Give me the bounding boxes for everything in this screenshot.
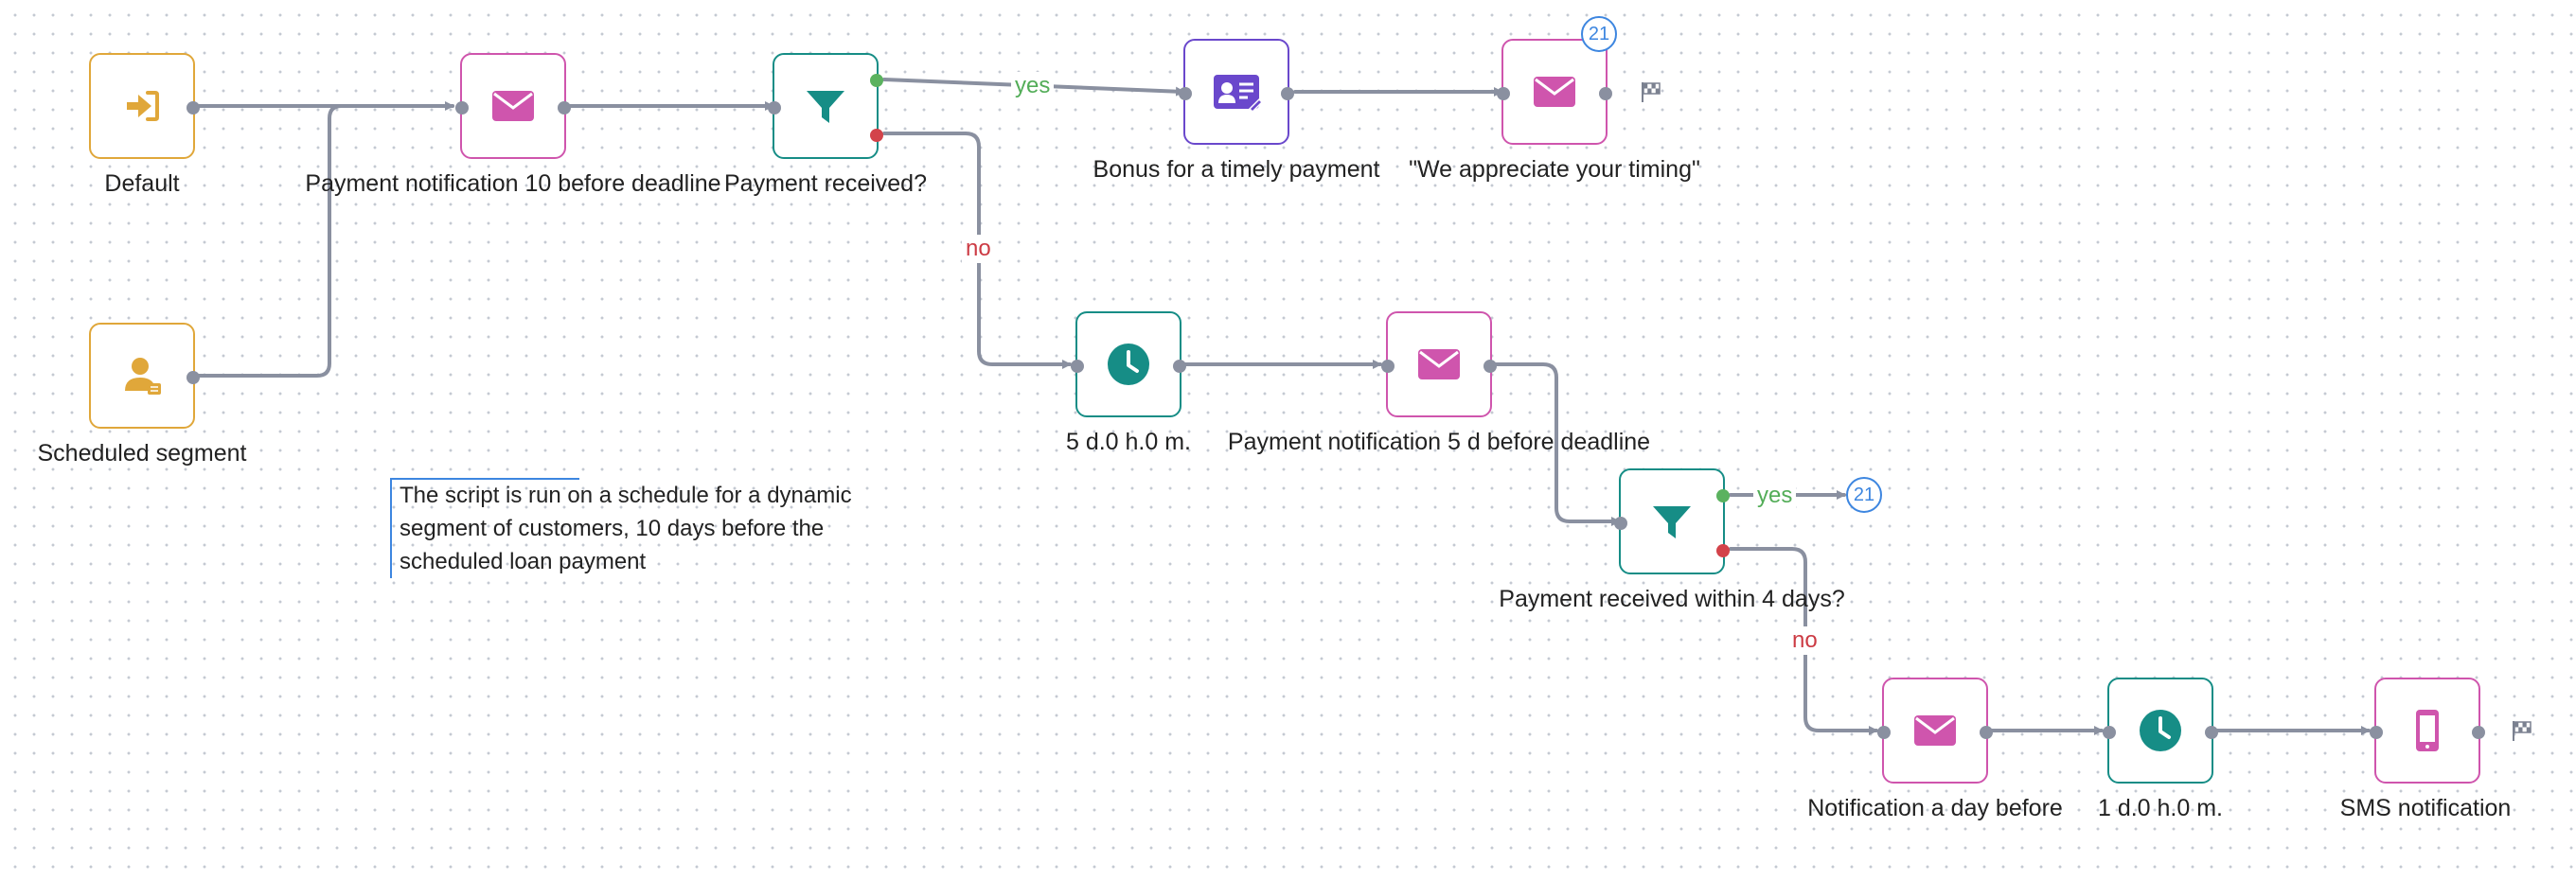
input-port[interactable]	[1497, 87, 1510, 100]
node-email-appreciate[interactable]	[1497, 39, 1612, 145]
node-default-entry[interactable]	[89, 53, 200, 159]
envelope-icon	[1418, 349, 1460, 379]
output-port[interactable]	[558, 101, 571, 115]
input-port[interactable]	[2370, 726, 2383, 739]
node-label: Bonus for a timely payment	[1093, 156, 1380, 183]
node-label: Scheduled segment	[37, 440, 247, 467]
output-port[interactable]	[2205, 726, 2218, 739]
user-segment-icon	[125, 358, 161, 395]
clock-icon	[2140, 710, 2181, 751]
node-bonus[interactable]	[1179, 39, 1294, 145]
node-email-day-before[interactable]	[1877, 678, 1993, 784]
no-port[interactable]	[1716, 544, 1730, 557]
envelope-icon	[492, 91, 534, 121]
counter-badge[interactable]: 21	[1581, 16, 1617, 52]
node-label: Default	[104, 170, 180, 197]
yes-port[interactable]	[870, 74, 883, 87]
note-line: scheduled loan payment	[400, 549, 647, 574]
envelope-icon	[1534, 77, 1575, 107]
node-label: "We appreciate your timing"	[1409, 156, 1700, 183]
branch-no-label: no	[1788, 626, 1821, 655]
output-port[interactable]	[1599, 87, 1612, 100]
input-port[interactable]	[1614, 517, 1627, 530]
filter-icon	[1653, 506, 1691, 538]
id-card-icon	[1214, 75, 1263, 114]
mobile-icon	[2416, 710, 2439, 751]
canvas-note[interactable]: The script is run on a schedule for a dy…	[390, 479, 892, 578]
input-port[interactable]	[1071, 360, 1084, 373]
yes-port[interactable]	[1716, 489, 1730, 502]
node-label: Payment received within 4 days?	[1499, 586, 1845, 612]
node-label: SMS notification	[2339, 795, 2512, 821]
finish-flag-icon	[2513, 721, 2532, 741]
node-label: 1 d.0 h.0 m.	[2097, 795, 2224, 821]
node-filter-payment-4days[interactable]	[1614, 468, 1730, 574]
input-port[interactable]	[455, 101, 469, 115]
node-delay-5d[interactable]	[1071, 311, 1186, 417]
clock-icon	[1108, 344, 1149, 385]
no-port[interactable]	[870, 129, 883, 142]
filter-icon	[807, 91, 844, 123]
output-port[interactable]	[1173, 360, 1186, 373]
output-port[interactable]	[2472, 726, 2485, 739]
node-label: Payment notification 5 d before deadline	[1227, 429, 1651, 455]
branch-yes-label: yes	[1011, 72, 1055, 100]
node-email-5d[interactable]	[1381, 311, 1497, 417]
node-email-10d[interactable]	[455, 53, 571, 159]
finish-flag-icon	[1642, 82, 1661, 102]
input-port[interactable]	[1381, 360, 1395, 373]
counter-badge[interactable]: 21	[1846, 477, 1882, 513]
output-port[interactable]	[1483, 360, 1497, 373]
output-port[interactable]	[187, 371, 200, 384]
branch-no-label: no	[962, 235, 995, 263]
note-selection-line	[390, 478, 579, 480]
node-sms[interactable]	[2370, 678, 2485, 784]
node-filter-payment-received[interactable]	[768, 53, 883, 159]
branch-yes-label: yes	[1753, 482, 1797, 510]
node-scheduled-segment[interactable]	[89, 323, 200, 429]
node-label: 5 d.0 h.0 m.	[1065, 429, 1192, 455]
output-port[interactable]	[1281, 87, 1294, 100]
edge-segment-to-email	[191, 104, 454, 378]
sign-in-icon	[127, 91, 159, 121]
output-port[interactable]	[1980, 726, 1993, 739]
node-delay-1d[interactable]	[2103, 678, 2218, 784]
input-port[interactable]	[2103, 726, 2116, 739]
input-port[interactable]	[1179, 87, 1192, 100]
note-line: segment of customers, 10 days before the	[400, 516, 825, 541]
node-label: Payment received?	[723, 170, 928, 197]
node-label: Notification a day before	[1807, 795, 2063, 821]
node-label: Payment notification 10 before deadline	[305, 170, 721, 197]
input-port[interactable]	[768, 101, 781, 115]
output-port[interactable]	[187, 101, 200, 115]
note-line: The script is run on a schedule for a dy…	[400, 483, 852, 508]
envelope-icon	[1914, 715, 1956, 746]
input-port[interactable]	[1877, 726, 1891, 739]
